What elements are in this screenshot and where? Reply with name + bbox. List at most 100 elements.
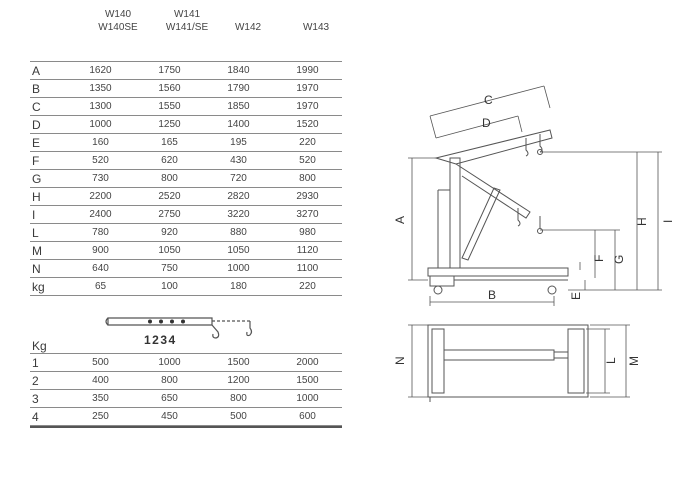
table-cell: 520 — [273, 151, 342, 170]
table-cell: 1970 — [273, 97, 342, 116]
row-label: L — [30, 223, 66, 242]
table-cell: 750 — [135, 259, 204, 278]
boom-positions-diagram: 1234 — [105, 317, 253, 347]
col-header-w140: W140 W140SE — [92, 8, 144, 34]
row-label: B — [30, 79, 66, 98]
table-cell: 1520 — [273, 115, 342, 134]
table-cell: 1250 — [135, 115, 204, 134]
row-label: A — [30, 61, 66, 80]
table-cell: 800 — [135, 371, 204, 390]
boom-position-numbers: 1234 — [144, 333, 177, 347]
table-cell: 500 — [66, 353, 135, 372]
table-cell: 1970 — [273, 79, 342, 98]
table-cell: 1790 — [204, 79, 273, 98]
table-cell: 1200 — [204, 371, 273, 390]
table-cell: 1120 — [273, 241, 342, 260]
table-cell: 165 — [135, 133, 204, 152]
table-cell: 1620 — [66, 61, 135, 80]
dimension-labels: A B C D E F G H I N L M — [393, 93, 675, 366]
table-cell: 1350 — [66, 79, 135, 98]
crane-side-view — [427, 129, 569, 295]
row-label: 1 — [30, 353, 66, 372]
table-cell: 1050 — [135, 241, 204, 260]
dim-label-n: N — [393, 356, 407, 365]
table-cell: 1850 — [204, 97, 273, 116]
col-header-line2: W143 — [302, 22, 330, 33]
col-header-w141: W141 W141/SE — [158, 8, 216, 34]
table-cell: 1840 — [204, 61, 273, 80]
dim-label-a: A — [393, 216, 407, 224]
table-cell: 250 — [66, 407, 135, 426]
table-cell: 1500 — [204, 353, 273, 372]
crane-dimension-lines — [408, 85, 662, 306]
table-cell: 1750 — [135, 61, 204, 80]
dim-label-b: B — [488, 288, 496, 302]
boom-arm-graphic — [105, 317, 253, 339]
table-cell: 1300 — [66, 97, 135, 116]
table-cell: 1000 — [66, 115, 135, 134]
table-cell: 2930 — [273, 187, 342, 206]
table-cell: 3220 — [204, 205, 273, 224]
dim-label-m: M — [627, 356, 641, 366]
row-label: kg — [30, 277, 66, 296]
table-cell: 100 — [135, 277, 204, 296]
table-cell: 800 — [135, 169, 204, 188]
table-cell: 220 — [273, 277, 342, 296]
table-cell: 880 — [204, 223, 273, 242]
table-cell: 900 — [66, 241, 135, 260]
row-label: F — [30, 151, 66, 170]
table-cell: 2400 — [66, 205, 135, 224]
row-label: E — [30, 133, 66, 152]
table-cell: 160 — [66, 133, 135, 152]
table-cell: 1000 — [135, 353, 204, 372]
table-cell: 1000 — [204, 259, 273, 278]
table-cell: 600 — [273, 407, 342, 426]
table-cell: 2000 — [273, 353, 342, 372]
table-cell: 1100 — [273, 259, 342, 278]
table-cell: 450 — [135, 407, 204, 426]
row-label: 3 — [30, 389, 66, 408]
dim-label-c: C — [484, 93, 493, 107]
dim-label-i: I — [661, 220, 675, 223]
dim-label-e: E — [569, 292, 583, 300]
dim-label-f: F — [592, 255, 606, 262]
col-header-w143: W143 — [290, 21, 342, 34]
table-cell: 650 — [135, 389, 204, 408]
table-cell: 430 — [204, 151, 273, 170]
table-cell: 1500 — [273, 371, 342, 390]
table-cell: 65 — [66, 277, 135, 296]
table-cell: 1550 — [135, 97, 204, 116]
table-cell: 195 — [204, 133, 273, 152]
table-cell: 2200 — [66, 187, 135, 206]
loads-header: Kg — [32, 339, 47, 353]
col-header-line2: W140SE — [98, 22, 138, 33]
table-cell: 620 — [135, 151, 204, 170]
dim-label-l: L — [604, 357, 618, 364]
table-cell: 920 — [135, 223, 204, 242]
table-cell: 1560 — [135, 79, 204, 98]
table-cell: 2820 — [204, 187, 273, 206]
row-label: I — [30, 205, 66, 224]
table-cell: 1400 — [204, 115, 273, 134]
col-header-line1: W140 — [104, 9, 132, 20]
table-cell: 780 — [66, 223, 135, 242]
col-header-w142: W142 — [222, 21, 274, 34]
table-cell: 2520 — [135, 187, 204, 206]
row-label: H — [30, 187, 66, 206]
table-cell: 500 — [204, 407, 273, 426]
table-cell: 3270 — [273, 205, 342, 224]
table-cell: 730 — [66, 169, 135, 188]
